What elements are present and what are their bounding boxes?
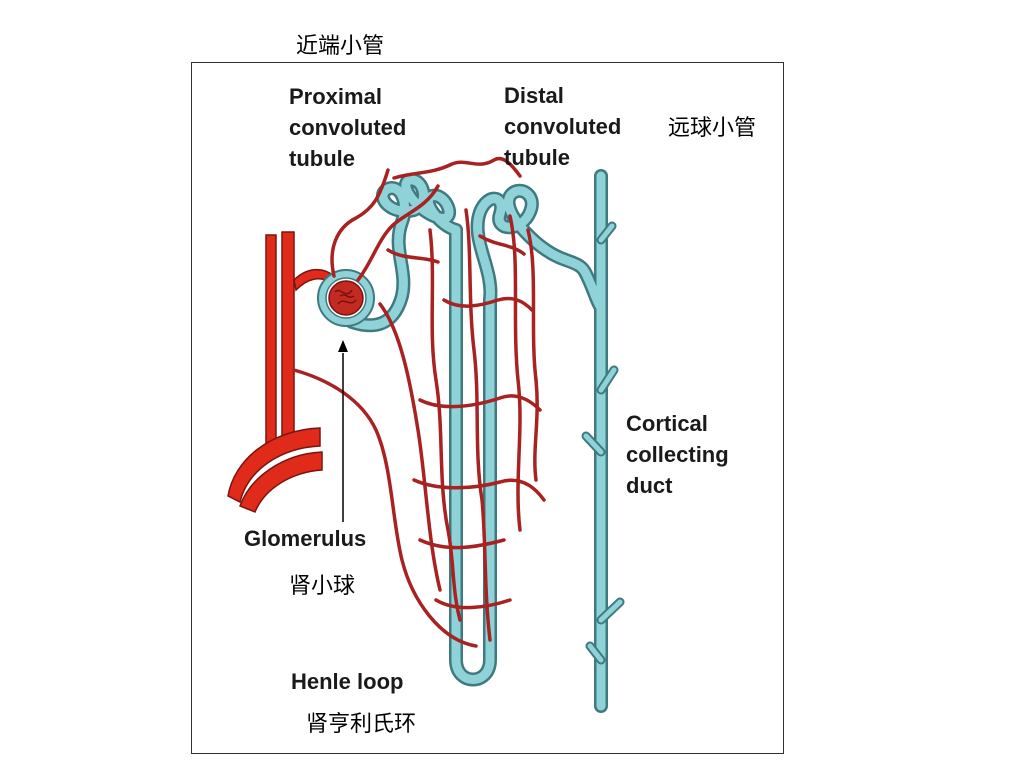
- henle-loop-label: Henle loop: [291, 669, 404, 694]
- glomerulus-cn-label: 肾小球: [289, 574, 356, 599]
- distal-line-3: tubule: [504, 145, 570, 170]
- proximal-tubule-label: Proximal convoluted tubule: [289, 81, 406, 174]
- renal-vessels: [227, 231, 335, 513]
- glomerulus: [317, 269, 375, 327]
- distal-line-1: Distal: [504, 83, 564, 108]
- proximal-line-3: tubule: [289, 146, 355, 171]
- diagram-frame: [191, 62, 784, 754]
- glomerulus-label: Glomerulus: [244, 526, 367, 551]
- henle-loop-cn-label: 肾亨利氏环: [306, 712, 417, 737]
- distal-tubule: [473, 186, 605, 311]
- vessel-curve-outer: [227, 427, 321, 504]
- collecting-duct-label: Cortical collecting duct: [626, 408, 729, 501]
- proximal-tubule-cn-label: 近端小管: [296, 34, 385, 59]
- henle-loop: [451, 225, 495, 684]
- distal-tubule-label: Distal convoluted tubule: [504, 80, 621, 173]
- distal-tubule-cn-label: 远球小管: [668, 116, 757, 141]
- vein-vertical: [281, 231, 295, 440]
- artery-vertical: [265, 234, 277, 447]
- collecting-line-2: collecting: [626, 442, 729, 467]
- proximal-line-2: convoluted: [289, 115, 407, 140]
- proximal-line-1: Proximal: [289, 84, 382, 109]
- collecting-line-3: duct: [626, 473, 673, 498]
- collecting-line-1: Cortical: [626, 411, 708, 436]
- glomerulus-pointer: [338, 340, 348, 522]
- peritubular-capillaries: [292, 156, 546, 648]
- vessel-curve-inner: [239, 451, 323, 513]
- distal-line-2: convoluted: [504, 114, 622, 139]
- tubules: [345, 169, 625, 713]
